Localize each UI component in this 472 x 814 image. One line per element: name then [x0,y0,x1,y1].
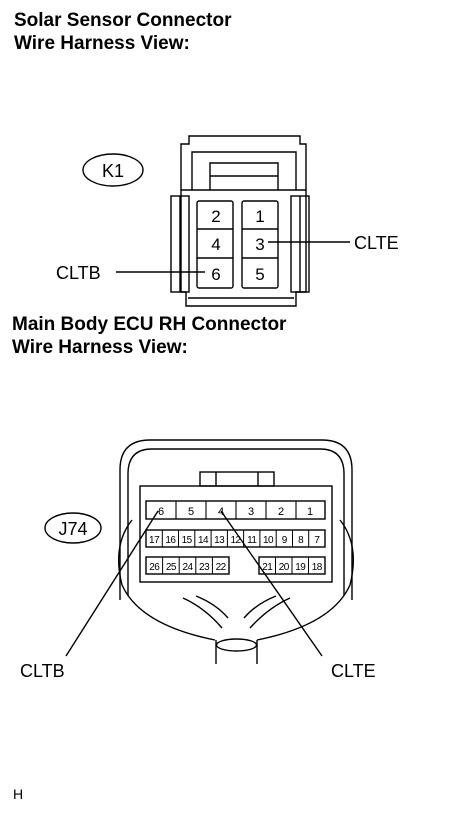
j74-pin-label: 24 [182,562,193,573]
j74-connector: J74 6 5 4 3 2 1 [20,439,376,681]
j74-pin-label: 15 [182,535,193,546]
connector2-title: Main Body ECU RH Connector [12,314,287,335]
j74-harness-wire [249,597,291,629]
j74-pin-label: 1 [307,506,313,518]
j74-pin-label: 11 [247,535,257,546]
j74-housing-inner [127,448,345,596]
j74-cltb-label: CLTB [20,661,65,681]
j74-harness-wire [195,595,229,619]
j74-pin-label: 17 [149,535,160,546]
j74-harness-wire [182,597,223,629]
k1-pin-label: 2 [211,207,220,226]
j74-pin-label: 21 [262,562,273,573]
j74-harness-tube-end [215,638,258,652]
footnote-code: H [13,786,24,802]
k1-pin-label: 1 [255,207,264,226]
j74-pin-label: 26 [149,562,160,573]
j74-harness-outline-left [117,519,216,641]
j74-pin-label: 14 [198,535,209,546]
k1-cavity-left [196,200,234,289]
j74-clte-leader [220,510,323,657]
connector1-title: Solar Sensor Connector [14,10,232,31]
j74-pin-label: 6 [158,506,164,518]
j74-id-ellipse [44,512,102,544]
j74-pin-label: 18 [312,562,323,573]
j74-row3-left-box [145,556,230,575]
k1-latch-inner [191,151,297,190]
k1-id-label: K1 [102,161,124,181]
j74-latch [199,471,275,487]
j74-face-frame [139,485,333,583]
j74-cltb-leader [65,510,159,657]
k1-connector: K1 2 1 4 3 6 5 CLTE CLTB [56,135,399,307]
connector2-heading: Main Body ECU RH Connector Wire Harness … [12,313,286,359]
k1-pin-label: 6 [211,265,220,284]
j74-housing-outer [119,439,353,600]
k1-pin-label: 5 [255,265,264,284]
j74-pin-label: 8 [298,535,304,546]
j74-pin-label: 20 [279,562,290,573]
j74-pin-label: 16 [165,535,176,546]
k1-cavity-right [241,200,279,289]
k1-cltb-label: CLTB [56,263,101,283]
j74-clte-label: CLTE [331,661,376,681]
j74-pin-label: 19 [295,562,306,573]
k1-id-ellipse [82,153,144,187]
j74-pin-label: 25 [166,562,177,573]
j74-pin-label: 7 [314,535,320,546]
connector2-subtitle: Wire Harness View: [12,337,188,358]
k1-latch-outer [180,135,307,190]
k1-clte-label: CLTE [354,233,399,253]
j74-harness-wire [243,595,277,619]
k1-body [180,189,307,307]
k1-pin-label: 3 [255,235,264,254]
j74-id-label: J74 [58,519,87,539]
connector1-heading: Solar Sensor Connector Wire Harness View… [14,9,232,55]
j74-row2-box [145,529,326,548]
j74-pin-label: 9 [282,535,288,546]
j74-pin-label: 3 [248,506,254,518]
j74-pin-label: 5 [188,506,194,518]
j74-harness-outline-right [256,519,355,641]
j74-pin-label: 23 [199,562,210,573]
connector1-subtitle: Wire Harness View: [14,33,190,54]
j74-pin-label: 12 [230,535,241,546]
j74-pin-label: 2 [278,506,284,518]
j74-pin-label: 10 [263,535,274,546]
k1-pin-label: 4 [211,235,220,254]
j74-pin-label: 22 [216,562,227,573]
j74-pin-label: 13 [214,535,225,546]
